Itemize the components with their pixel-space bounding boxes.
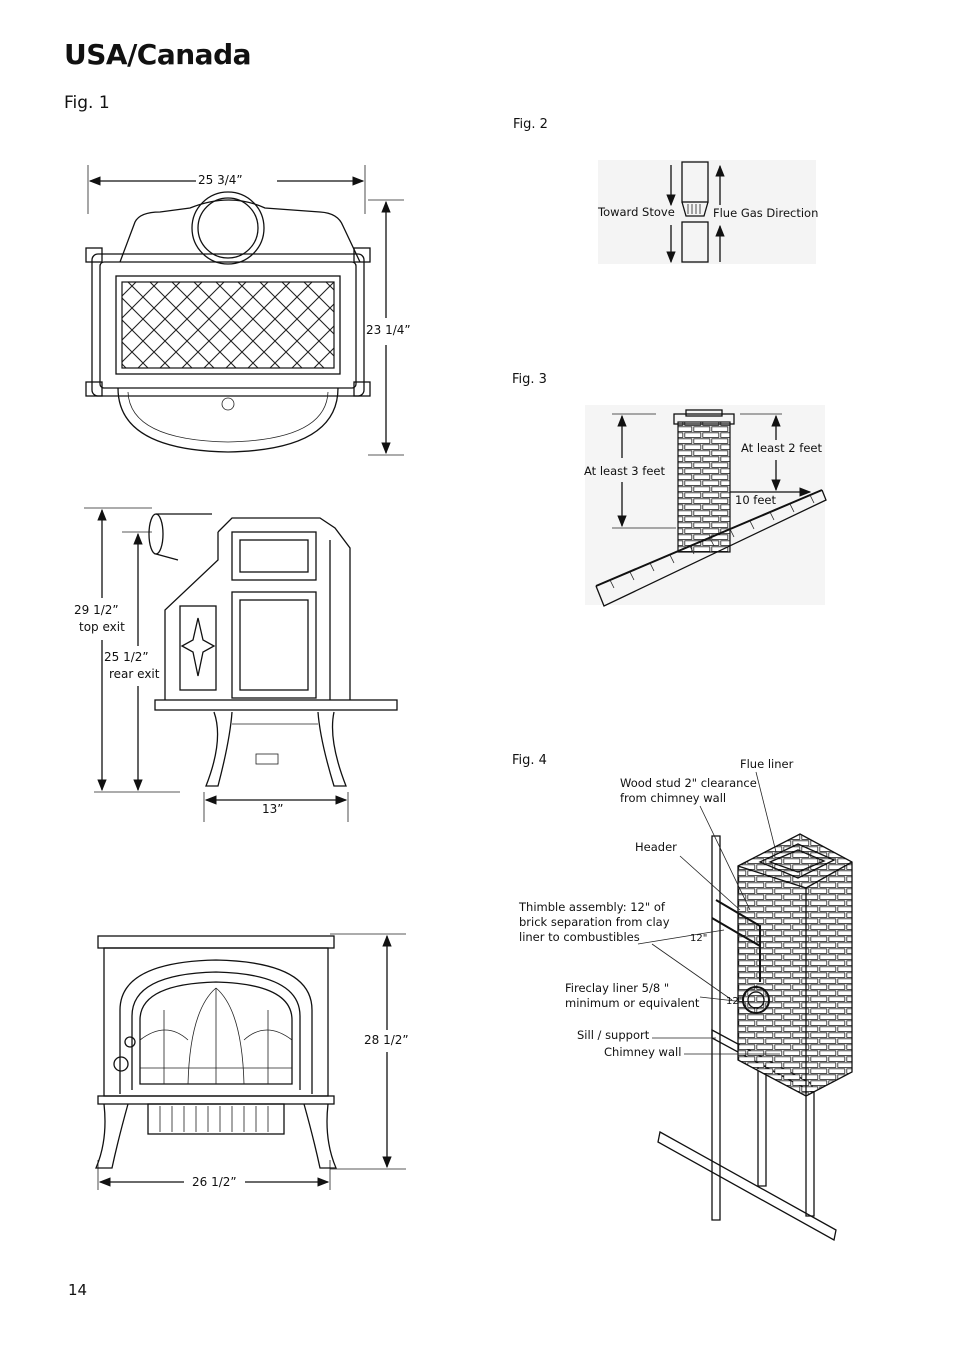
fig3-at-least-2-feet: At least 2 feet [741, 441, 822, 455]
page-number: 14 [68, 1281, 88, 1299]
front-view-height-label: 28 1/2” [364, 1033, 409, 1047]
fig3-label: Fig. 3 [512, 372, 547, 387]
fig2-label: Fig. 2 [513, 117, 548, 132]
fig3-at-least-3-feet: At least 3 feet [584, 464, 665, 478]
fig4-thimble-line2: brick separation from clay [519, 915, 670, 929]
fig3-ten-feet: 10 feet [735, 493, 776, 507]
fig2-pipe-drawing [598, 160, 816, 264]
side-view-top-exit-label: top exit [79, 620, 125, 634]
page-title: USA/Canada [64, 38, 252, 71]
fig4-twelve-inch-a: 12" [690, 933, 708, 944]
side-view-leg-span-label: 13” [262, 802, 284, 816]
side-view-rear-exit-label: rear exit [109, 667, 160, 681]
fig4-fireclay-line1: Fireclay liner 5/8 " [565, 981, 670, 995]
fig1-side-view [84, 507, 398, 822]
top-view-width-label: 25 3/4” [198, 173, 243, 187]
side-view-top-exit-value: 29 1/2” [74, 603, 119, 617]
fig2-toward-stove: Toward Stove [598, 205, 675, 219]
fig4-thimble-line3: liner to combustibles [519, 930, 640, 944]
fig4-label: Fig. 4 [512, 753, 547, 768]
fig4-flue-liner: Flue liner [740, 757, 794, 771]
fig2-flue-gas-direction: Flue Gas Direction [713, 206, 819, 220]
fig4-sill-support: Sill / support [577, 1028, 650, 1042]
fig3-chimney-roof [585, 405, 827, 607]
fig4-fireclay-line2: minimum or equivalent [565, 996, 700, 1010]
fig4-wood-stud-line1: Wood stud 2" clearance [620, 776, 757, 790]
front-view-width-label: 26 1/2” [192, 1175, 237, 1189]
fig4-chimney-wall: Chimney wall [604, 1045, 682, 1059]
fig4-wood-stud-line2: from chimney wall [620, 791, 727, 805]
fig1-top-view [85, 165, 404, 456]
top-view-depth-label: 23 1/4” [366, 323, 411, 337]
fig4-thimble-line1: Thimble assembly: 12" of [519, 900, 665, 914]
fig4-header: Header [635, 840, 677, 854]
fig1-front-view [95, 933, 406, 1190]
fig4-chimney-framing [637, 771, 853, 1242]
fig4-twelve-inch-b: 12" [726, 996, 744, 1007]
fig1-label: Fig. 1 [64, 93, 110, 113]
side-view-rear-exit-value: 25 1/2” [104, 650, 149, 664]
